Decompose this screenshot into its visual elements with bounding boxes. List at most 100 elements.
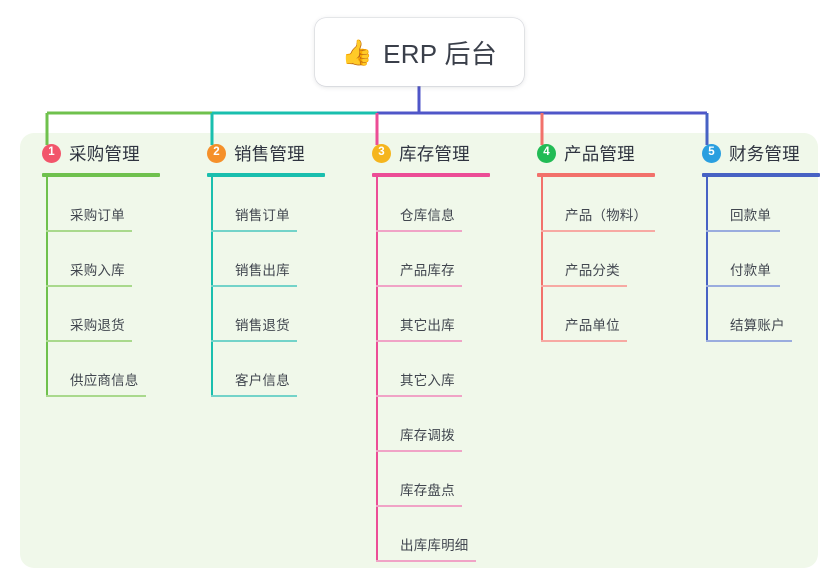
leaf-item[interactable]: 付款单: [706, 232, 820, 287]
leaf-item[interactable]: 其它入库: [376, 342, 490, 397]
leaf-rule: [541, 229, 655, 232]
leaf-item[interactable]: 仓库信息: [376, 177, 490, 232]
branch-spine: [541, 176, 543, 342]
leaf-rule: [376, 504, 462, 507]
leaf-item[interactable]: 客户信息: [211, 342, 325, 397]
leaf-item[interactable]: 产品（物料）: [541, 177, 655, 232]
branch-title: 产品管理: [564, 143, 635, 164]
leaf-label: 销售出库: [235, 262, 290, 278]
leaf-rule: [376, 229, 462, 232]
branch-header[interactable]: 1 采购管理: [20, 133, 160, 173]
branch-column: 4 产品管理产品（物料） 产品分类产品单位: [515, 133, 655, 342]
leaf-item[interactable]: 出库库明细: [376, 507, 490, 562]
branch-title: 库存管理: [399, 143, 470, 164]
branch-spine: [376, 176, 378, 562]
branch-number-badge: 2: [207, 143, 226, 163]
leaf-rule: [46, 339, 132, 342]
branch-title: 采购管理: [69, 143, 140, 164]
branch-title: 财务管理: [729, 143, 800, 164]
leaf-label: 采购退货: [70, 317, 125, 333]
leaf-label: 回款单: [730, 207, 772, 223]
leaf-rule: [706, 284, 780, 287]
branch-leaf-list: 产品（物料） 产品分类产品单位: [541, 176, 655, 342]
branch-leaf-list: 仓库信息产品库存其它出库其它入库库存调拨库存盘点出库库明细: [376, 176, 490, 562]
leaf-label: 仓库信息: [400, 207, 455, 223]
leaf-label: 产品（物料）: [565, 207, 648, 223]
leaf-label: 产品库存: [400, 262, 455, 278]
branch-title: 销售管理: [234, 143, 305, 164]
leaf-item[interactable]: 其它出库: [376, 287, 490, 342]
branch-number-badge: 4: [537, 143, 556, 163]
root-node-title: ERP 后台: [383, 38, 498, 69]
leaf-rule: [376, 394, 462, 397]
leaf-rule: [376, 284, 462, 287]
branch-leaf-list: 采购订单采购入库采购退货供应商信息: [46, 176, 160, 397]
leaf-item[interactable]: 采购订单: [46, 177, 160, 232]
branch-header[interactable]: 4 产品管理: [515, 133, 655, 173]
leaf-label: 其它出库: [400, 317, 455, 333]
root-node[interactable]: 👍 ERP 后台: [315, 18, 524, 86]
leaf-label: 采购入库: [70, 262, 125, 278]
branch-number-badge: 3: [372, 143, 391, 163]
leaf-rule: [46, 229, 132, 232]
leaf-item[interactable]: 产品库存: [376, 232, 490, 287]
leaf-item[interactable]: 结算账户: [706, 287, 820, 342]
leaf-rule: [376, 559, 476, 562]
leaf-item[interactable]: 产品分类: [541, 232, 655, 287]
leaf-label: 出库库明细: [400, 537, 469, 553]
leaf-item[interactable]: 库存盘点: [376, 452, 490, 507]
leaf-rule: [211, 339, 297, 342]
leaf-item[interactable]: 供应商信息: [46, 342, 160, 397]
leaf-rule: [541, 284, 627, 287]
leaf-label: 供应商信息: [70, 372, 139, 388]
leaf-rule: [376, 449, 462, 452]
leaf-item[interactable]: 销售订单: [211, 177, 325, 232]
branch-number-badge: 1: [42, 143, 61, 163]
leaf-item[interactable]: 回款单: [706, 177, 820, 232]
leaf-label: 销售退货: [235, 317, 290, 333]
branch-header-rule: [207, 173, 325, 177]
leaf-label: 产品单位: [565, 317, 620, 333]
branch-header[interactable]: 2 销售管理: [185, 133, 325, 173]
leaf-label: 其它入库: [400, 372, 455, 388]
branches-panel: [20, 133, 818, 568]
branch-header-rule: [372, 173, 490, 177]
leaf-label: 采购订单: [70, 207, 125, 223]
branch-spine: [706, 176, 708, 342]
branch-header-rule: [702, 173, 820, 177]
branch-header[interactable]: 3 库存管理: [350, 133, 490, 173]
branch-column: 1 采购管理采购订单采购入库采购退货供应商信息: [20, 133, 160, 397]
branch-header-rule: [537, 173, 655, 177]
leaf-rule: [46, 284, 132, 287]
leaf-item[interactable]: 产品单位: [541, 287, 655, 342]
leaf-rule: [706, 229, 780, 232]
leaf-rule: [211, 394, 297, 397]
branch-header-rule: [42, 173, 160, 177]
leaf-label: 产品分类: [565, 262, 620, 278]
branch-number-badge: 5: [702, 143, 721, 163]
branch-columns: 1 采购管理采购订单采购入库采购退货供应商信息 2 销售管理销售订单销售出库销售退货客…: [20, 133, 820, 568]
branch-leaf-list: 销售订单销售出库销售退货客户信息: [211, 176, 325, 397]
branch-column: 5 财务管理回款单付款单结算账户: [680, 133, 820, 342]
leaf-rule: [46, 394, 146, 397]
leaf-item[interactable]: 采购入库: [46, 232, 160, 287]
leaf-label: 客户信息: [235, 372, 290, 388]
branch-header[interactable]: 5 财务管理: [680, 133, 820, 173]
leaf-rule: [706, 339, 792, 342]
leaf-item[interactable]: 库存调拨: [376, 397, 490, 452]
branch-leaf-list: 回款单付款单结算账户: [706, 176, 820, 342]
branch-spine: [46, 176, 48, 397]
leaf-label: 库存盘点: [400, 482, 455, 498]
leaf-rule: [211, 284, 297, 287]
leaf-item[interactable]: 销售退货: [211, 287, 325, 342]
leaf-label: 销售订单: [235, 207, 290, 223]
leaf-label: 付款单: [730, 262, 772, 278]
leaf-rule: [541, 339, 627, 342]
branch-column: 2 销售管理销售订单销售出库销售退货客户信息: [185, 133, 325, 397]
leaf-item[interactable]: 销售出库: [211, 232, 325, 287]
leaf-item[interactable]: 采购退货: [46, 287, 160, 342]
leaf-rule: [211, 229, 297, 232]
branch-spine: [211, 176, 213, 397]
leaf-label: 结算账户: [730, 317, 785, 333]
